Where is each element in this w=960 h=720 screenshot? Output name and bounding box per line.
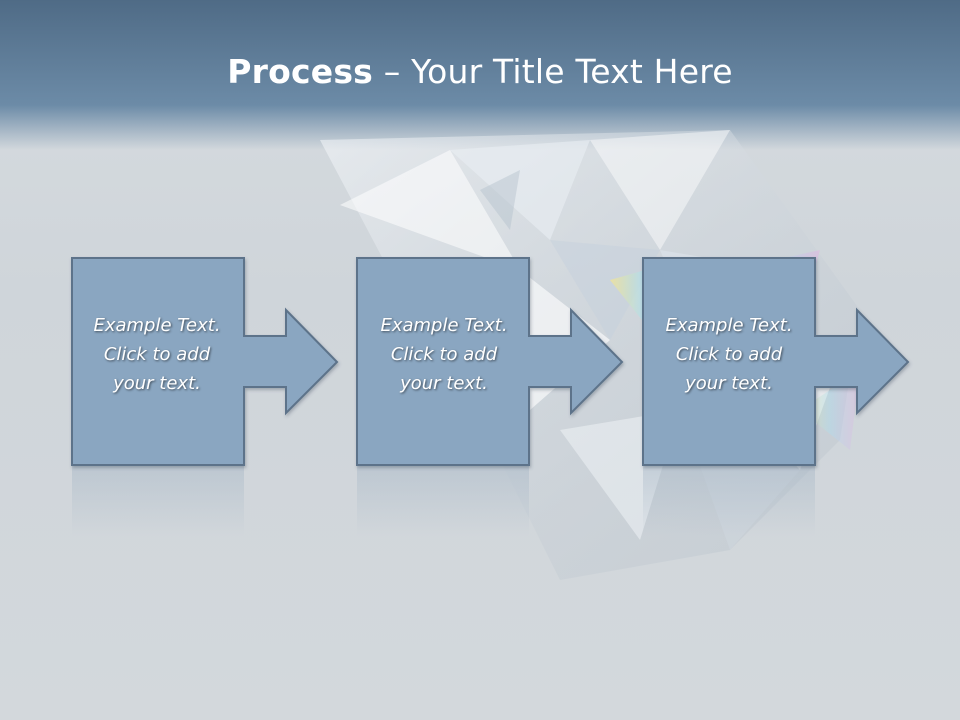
title-bold: Process (227, 52, 374, 91)
step-2-text[interactable]: Example Text. Click to add your text. (359, 311, 529, 398)
step-text-line: Click to add (675, 344, 783, 365)
process-step-3[interactable] (642, 257, 910, 466)
step-text-line: Example Text. (380, 315, 508, 336)
slide-title[interactable]: Process – Your Title Text Here (0, 52, 960, 91)
title-text: – Your Title Text Here (373, 52, 733, 91)
step-text-line: your text. (113, 373, 201, 394)
step-text-line: your text. (400, 373, 488, 394)
step-text-line: your text. (685, 373, 773, 394)
step-text-line: Example Text. (665, 315, 793, 336)
step-text-line: Example Text. (93, 315, 221, 336)
step-text-line: Click to add (103, 344, 211, 365)
title-bar (0, 0, 960, 150)
process-step-1[interactable] (71, 257, 339, 466)
step-1-text[interactable]: Example Text. Click to add your text. (72, 311, 242, 398)
step-text-line: Click to add (390, 344, 498, 365)
process-step-2[interactable] (356, 257, 624, 466)
step-3-text[interactable]: Example Text. Click to add your text. (644, 311, 814, 398)
